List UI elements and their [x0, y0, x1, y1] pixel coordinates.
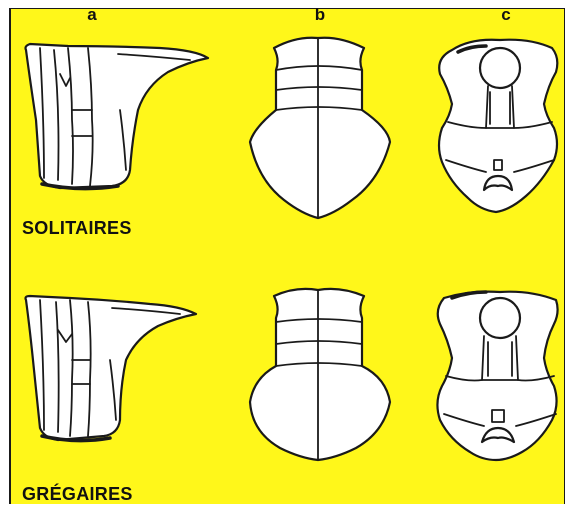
- row-label-solitary: SOLITAIRES: [22, 218, 132, 238]
- gregarious-pronotum-lateral: [26, 296, 197, 441]
- solitary-thorax-ventral: [439, 40, 557, 212]
- solitary-pronotum-dorsal: [250, 38, 390, 218]
- gregarious-pronotum-dorsal: [250, 289, 390, 460]
- gregarious-thorax-ventral: [437, 292, 557, 460]
- solitary-pronotum-lateral: [26, 44, 209, 189]
- row-label-gregarious: GRÉGAIRES: [22, 484, 133, 504]
